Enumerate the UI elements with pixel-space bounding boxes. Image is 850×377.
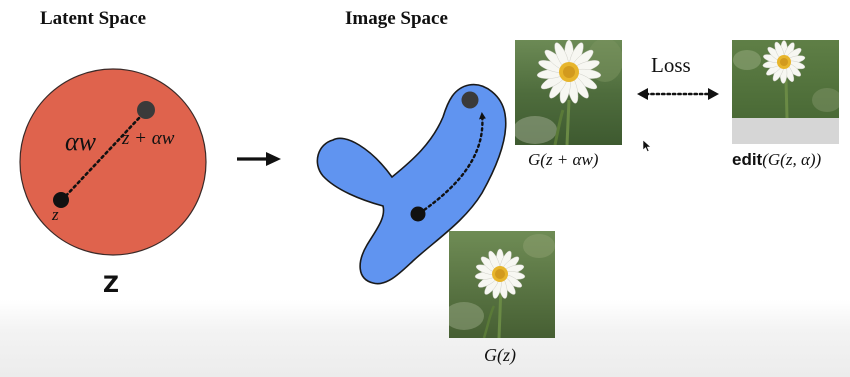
step-label: αw — [65, 127, 96, 156]
loss-label: Loss — [651, 53, 691, 77]
original-image-caption: G(z) — [484, 345, 516, 365]
mouse-cursor-icon — [643, 140, 652, 152]
image-space-trajectory — [418, 112, 486, 215]
latent-space-circle — [19, 68, 207, 256]
loss-double-arrow — [637, 88, 719, 100]
latent-point-z — [53, 192, 69, 208]
target-image — [732, 40, 839, 144]
image-point-gz — [410, 206, 426, 222]
shifted-point-label: z + αw — [122, 128, 175, 149]
edit-keyword: edit — [732, 150, 763, 169]
latent-space-symbol: Z — [103, 273, 119, 298]
target-image-caption: edit(G(z, α)) — [732, 150, 821, 170]
latent-point-shifted — [137, 101, 155, 119]
image-point-shifted — [461, 91, 479, 109]
edited-image — [515, 40, 622, 145]
image-manifold-shape — [316, 83, 507, 285]
edit-arguments: (G(z, α)) — [762, 150, 822, 169]
original-image — [449, 231, 555, 338]
latent-direction-line — [60, 115, 142, 202]
latent-space-heading: Latent Space — [40, 8, 147, 29]
edited-image-caption: G(z + αw) — [528, 150, 599, 169]
origin-point-label: z — [52, 205, 59, 224]
right-arrow-icon — [237, 152, 281, 166]
image-space-heading: Image Space — [345, 8, 448, 29]
